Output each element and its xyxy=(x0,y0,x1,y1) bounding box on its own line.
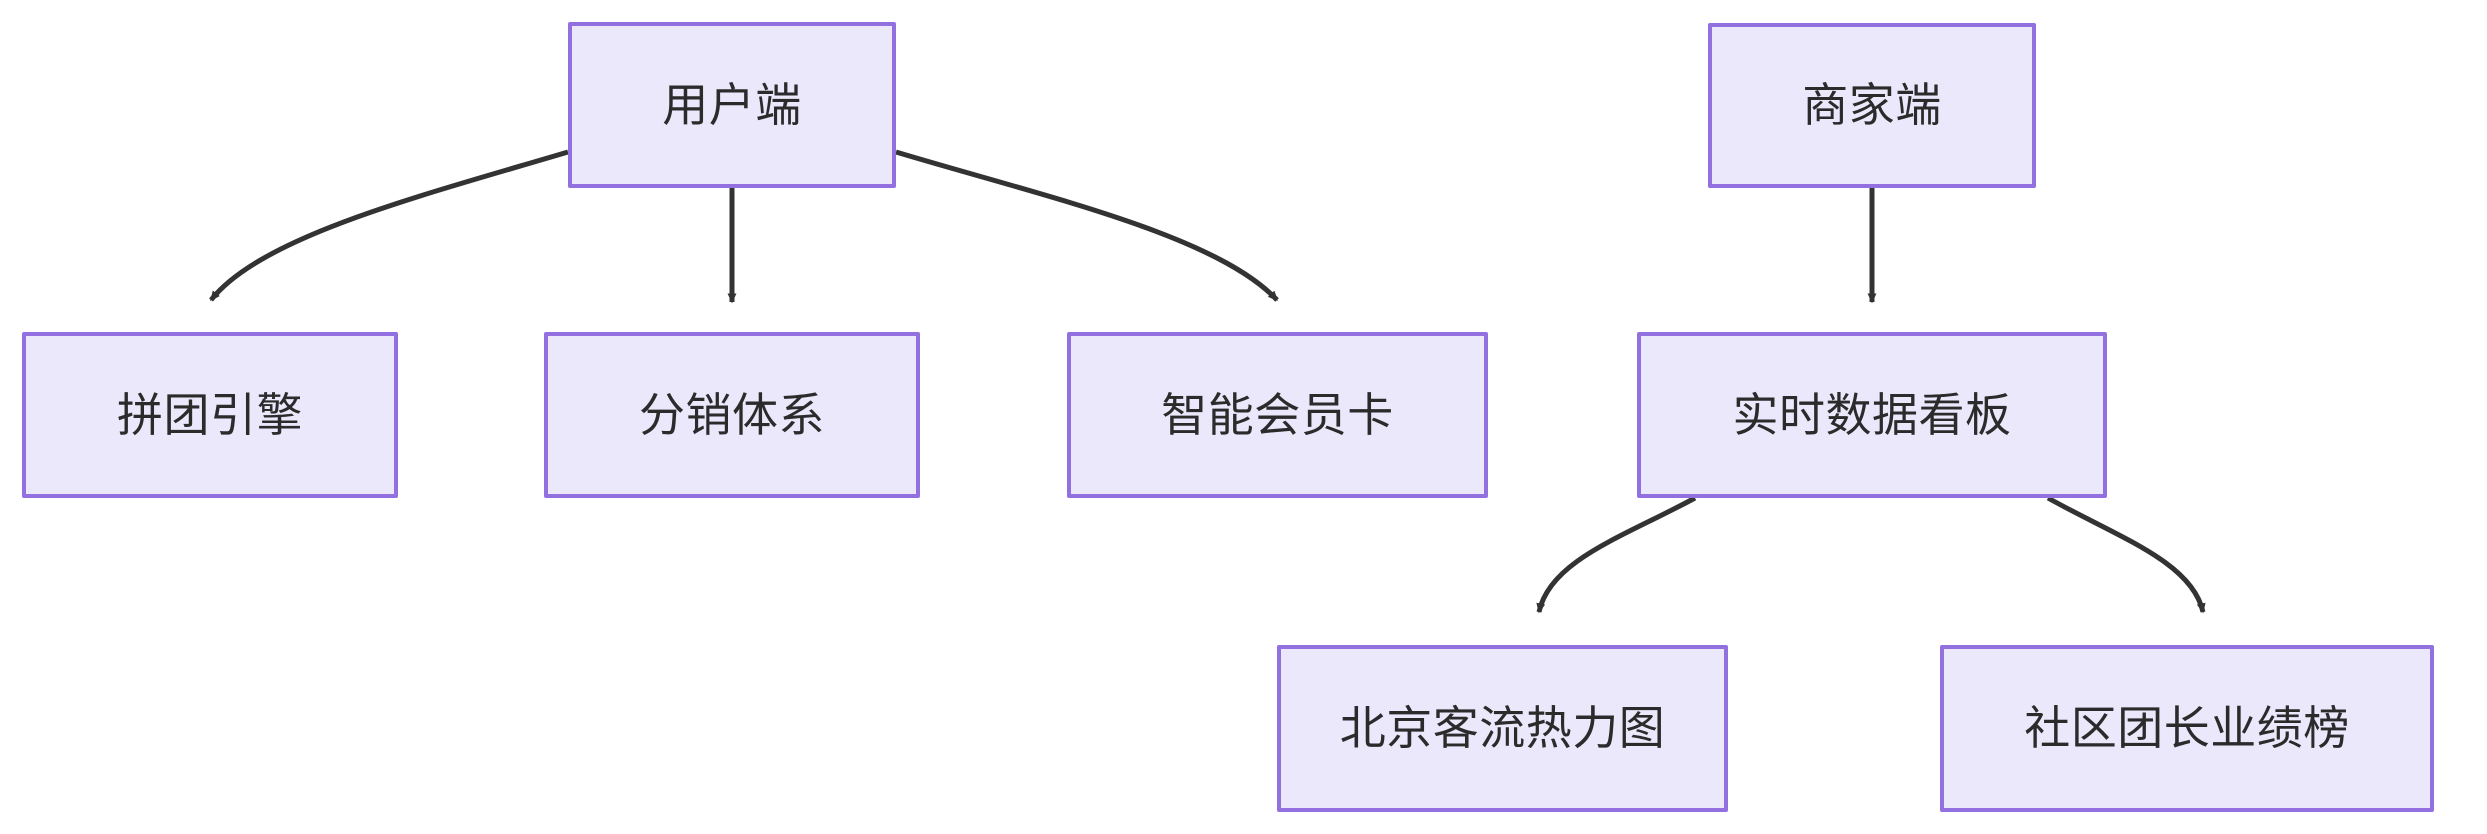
node-distribution-system[interactable]: 分销体系 xyxy=(544,332,920,498)
node-group-buy-engine[interactable]: 拼团引擎 xyxy=(22,332,398,498)
node-user-client[interactable]: 用户端 xyxy=(568,22,896,188)
node-label-user-client: 用户端 xyxy=(662,78,802,131)
node-label-leader-ranking: 社区团长业绩榜 xyxy=(2024,702,2350,755)
node-label-merchant-client: 商家端 xyxy=(1802,79,1942,132)
node-leader-ranking[interactable]: 社区团长业绩榜 xyxy=(1940,645,2434,812)
node-label-beijing-heatmap: 北京客流热力图 xyxy=(1339,702,1666,755)
node-label-realtime-dashboard: 实时数据看板 xyxy=(1732,388,2012,441)
node-label-distribution-system: 分销体系 xyxy=(639,388,825,441)
node-merchant-client[interactable]: 商家端 xyxy=(1708,23,2036,188)
node-smart-member-card[interactable]: 智能会员卡 xyxy=(1067,332,1488,498)
node-beijing-heatmap[interactable]: 北京客流热力图 xyxy=(1277,645,1728,812)
edge-dashboard-to-ranking xyxy=(2046,495,2206,614)
node-label-smart-member-card: 智能会员卡 xyxy=(1161,388,1394,441)
edge-user-to-member-card xyxy=(895,149,1279,302)
node-label-group-buy-engine: 拼团引擎 xyxy=(117,388,303,441)
edge-dashboard-to-heatmap xyxy=(1536,495,1697,614)
edge-user-to-group-buy xyxy=(209,149,569,302)
node-realtime-dashboard[interactable]: 实时数据看板 xyxy=(1637,332,2107,498)
